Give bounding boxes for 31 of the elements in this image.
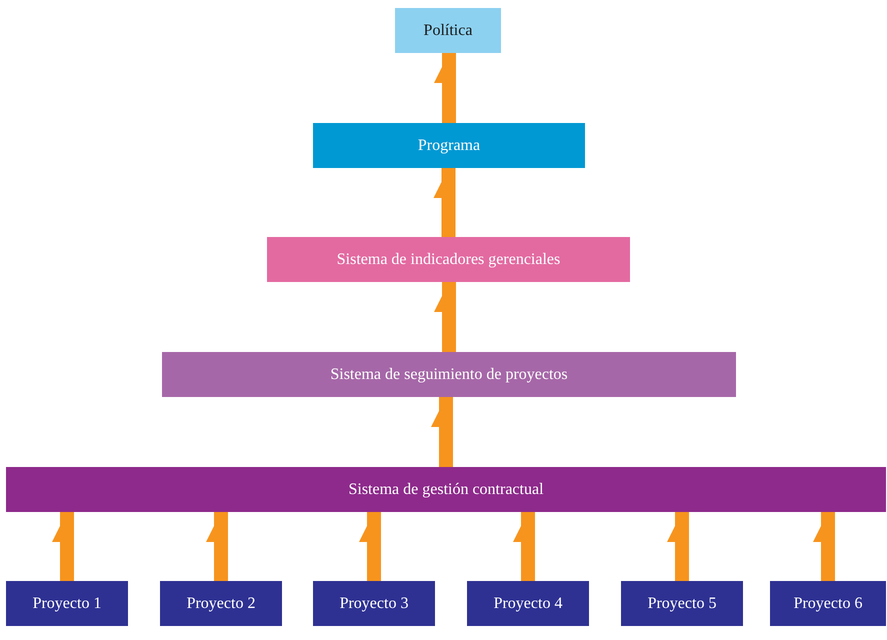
level-box (621, 581, 743, 626)
level-box (313, 123, 585, 168)
box-label: Proyecto 1 (32, 594, 102, 614)
arrow (52, 512, 74, 581)
box-label: Proyecto 6 (794, 594, 862, 614)
arrow (513, 512, 535, 581)
box-label: Programa (418, 136, 480, 156)
box-label: Política (424, 20, 472, 40)
level-box (6, 467, 886, 512)
level-box (160, 581, 282, 626)
box-label: Sistema de indicadores gerenciales (336, 250, 560, 270)
level-box (313, 581, 435, 626)
arrow (434, 282, 456, 352)
level-box (395, 8, 501, 53)
arrow (667, 512, 689, 581)
level-box (467, 581, 589, 626)
box-label: Proyecto 4 (494, 594, 562, 614)
arrow (813, 512, 835, 581)
level-box (267, 237, 630, 282)
arrow (206, 512, 228, 581)
box-label: Sistema de seguimiento de proyectos (330, 364, 568, 384)
arrow (434, 168, 456, 237)
box-label: Proyecto 5 (648, 594, 716, 614)
box-label: Proyecto 3 (340, 594, 408, 614)
level-box (6, 581, 128, 626)
arrow (434, 53, 456, 123)
level-box (162, 352, 736, 397)
arrow (431, 397, 453, 467)
box-label: Sistema de gestión contractual (348, 480, 544, 500)
level-box (770, 581, 886, 626)
box-label: Proyecto 2 (186, 594, 256, 614)
